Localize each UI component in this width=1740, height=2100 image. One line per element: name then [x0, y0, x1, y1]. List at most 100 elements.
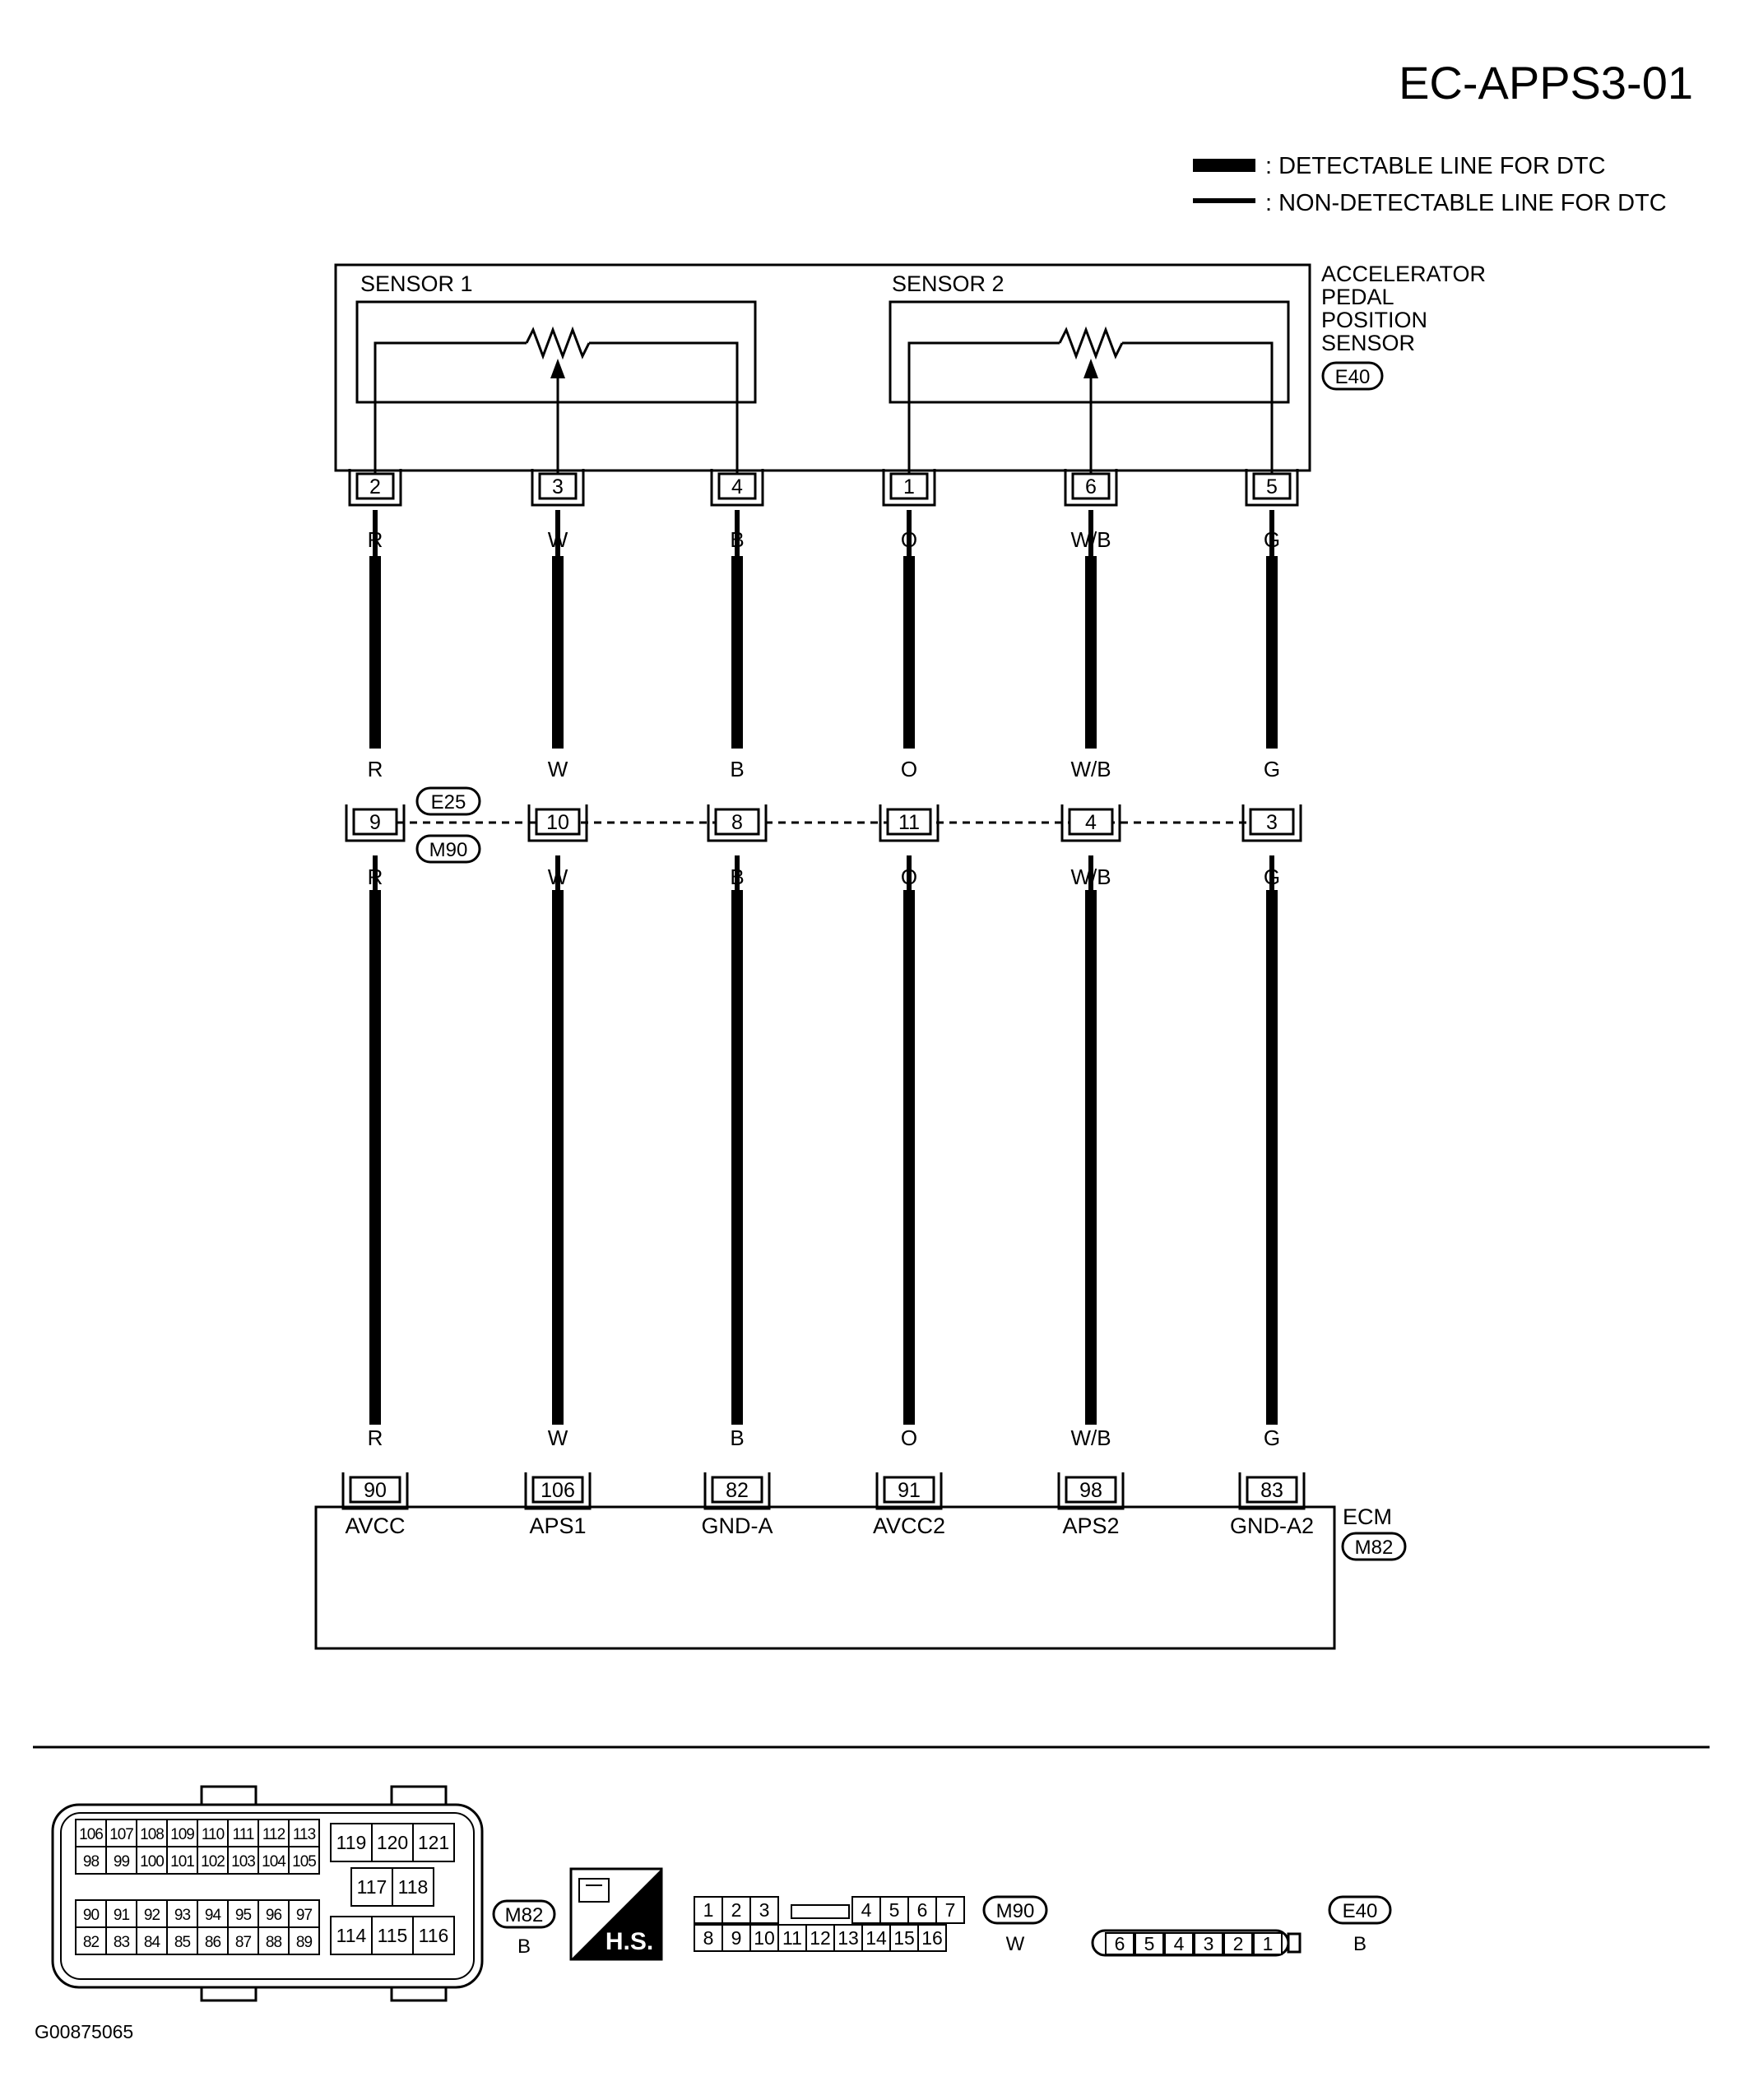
wire-stub-sensor [1269, 510, 1274, 556]
joint-lower-badge [415, 834, 481, 864]
m90-pin-cell [907, 1896, 937, 1924]
m82-pin-cell-large [371, 1916, 414, 1955]
joint-pin-number: 11 [898, 811, 920, 834]
m82-pin-number: 83 [114, 1934, 130, 1951]
e40-pin-number: 2 [1233, 1933, 1244, 1954]
wire-segment-upper [903, 556, 915, 749]
ecm-pin-number: 90 [364, 1479, 387, 1502]
sensor-pin-number: 5 [1266, 475, 1278, 498]
sensor-connector-badge [1321, 361, 1384, 391]
wire-color-above-joint: G [1264, 757, 1280, 781]
wire-segment-lower [731, 890, 743, 1425]
m82-pin-number: 94 [205, 1907, 222, 1924]
joint-pin-number: 9 [369, 811, 381, 834]
sensor1-box [355, 300, 757, 404]
wire-color-bottom: W/B [1070, 1425, 1111, 1450]
m90-key [791, 1904, 850, 1919]
wire-color-above-joint: W/B [1070, 757, 1111, 781]
sensor-label-line-4: SENSOR [1321, 331, 1415, 355]
m82-pin-number: 99 [114, 1853, 130, 1871]
wire-stub-joint [1088, 855, 1093, 890]
m90-pin-number: 6 [917, 1899, 928, 1921]
legend-detectable-text: : DETECTABLE LINE FOR DTC [1265, 153, 1606, 179]
m90-pin-cell [935, 1896, 965, 1924]
m82-pin-number: 90 [83, 1907, 100, 1924]
m82-pin-number: 107 [109, 1826, 133, 1843]
m82-pin-cell [166, 1846, 198, 1875]
wire-stub-joint [735, 855, 740, 890]
ecm-pin-box [531, 1476, 584, 1504]
m82-pin-number: 92 [144, 1907, 160, 1924]
m82-pin-number: 102 [201, 1853, 225, 1871]
e40-pin-number: 1 [1263, 1933, 1274, 1954]
m90-pin-number: 5 [889, 1899, 900, 1921]
m82-pin-cell [75, 1846, 107, 1875]
m82-pin-cell-large [350, 1867, 393, 1907]
m90-pin-number: 3 [759, 1899, 770, 1921]
m82-pin-number: 82 [83, 1934, 100, 1951]
m90-pin-cell [749, 1924, 779, 1952]
sensor-pin-cup [710, 469, 764, 507]
wire-stub-sensor [735, 510, 740, 556]
m82-pin-cell [197, 1926, 229, 1955]
m90-pin-cell [694, 1896, 723, 1924]
sensor-label-line-3: POSITION [1321, 308, 1427, 332]
harness-side-symbol: H.S. [569, 1867, 663, 1961]
joint-pin-number: 4 [1085, 811, 1097, 834]
m82-pin-number: 98 [83, 1853, 100, 1871]
joint-pin-box [886, 808, 932, 836]
wire-stub-sensor [907, 510, 912, 556]
m82-badge [492, 1899, 556, 1929]
m82-pin-number-large: 114 [336, 1925, 367, 1946]
wire-4: OOOO11191AVCC2 [873, 469, 945, 1538]
wire-color-above-joint: R [368, 757, 383, 781]
m90-badge [982, 1895, 1048, 1925]
hs-label: H.S. [606, 1928, 653, 1955]
m82-pin-number: 86 [205, 1934, 221, 1951]
m90-pin-number: 10 [754, 1927, 775, 1949]
joint-pin-cup [879, 804, 940, 842]
m90-pin-number: 2 [731, 1899, 742, 1921]
m82-pin-number: 91 [114, 1907, 130, 1924]
sensor-pin-cup [531, 469, 585, 507]
e40-pin-cell [1164, 1932, 1194, 1955]
m82-pin-cell [136, 1899, 168, 1928]
m90-pin-number: 15 [893, 1927, 915, 1949]
sensor-pin-box [1252, 472, 1292, 500]
joint-pin-box [714, 808, 760, 836]
wire-segment-upper [731, 556, 743, 749]
m82-pin-cell [197, 1899, 229, 1928]
m82-pin-cell [166, 1926, 198, 1955]
wire-stub-joint [555, 855, 560, 890]
joint-pin-cup [707, 804, 768, 842]
sensor-label-line-2: PEDAL [1321, 285, 1394, 309]
ecm-terminal-label: APS2 [1062, 1514, 1119, 1538]
ecm-terminal-label: APS1 [529, 1514, 586, 1538]
e40-pin-cell [1105, 1932, 1134, 1955]
ecm-pin-number: 106 [541, 1479, 575, 1502]
sensor2-label: SENSOR 2 [892, 271, 1005, 296]
ecm-terminal-label: AVCC [345, 1514, 405, 1538]
e40-color: B [1353, 1933, 1366, 1955]
wire-stub-joint [1269, 855, 1274, 890]
legend: : DETECTABLE LINE FOR DTC : NON-DETECTAB… [1193, 153, 1667, 216]
e40-pin-cell [1223, 1932, 1253, 1955]
wire-segment-upper [1266, 556, 1278, 749]
sensor-pin-cup [1064, 469, 1118, 507]
e40-pin-number: 4 [1174, 1933, 1185, 1954]
sensor-connector-id: E40 [1335, 366, 1371, 388]
legend-detectable-swatch [1193, 159, 1255, 172]
m90-pin-number: 16 [921, 1927, 943, 1949]
wire-stub-sensor [1088, 510, 1093, 556]
m82-pin-number: 101 [170, 1853, 194, 1871]
m90-pin-cell [861, 1924, 891, 1952]
joint-pin-cup [527, 804, 588, 842]
m90-pin-number: 14 [865, 1927, 887, 1949]
sensor-pin-number: 2 [369, 475, 381, 498]
ecm-terminal-label: GND-A [702, 1514, 773, 1538]
m82-inner-shell [60, 1812, 475, 1980]
e40-pin-cell [1253, 1932, 1283, 1955]
joint-pin-number: 3 [1266, 811, 1278, 834]
